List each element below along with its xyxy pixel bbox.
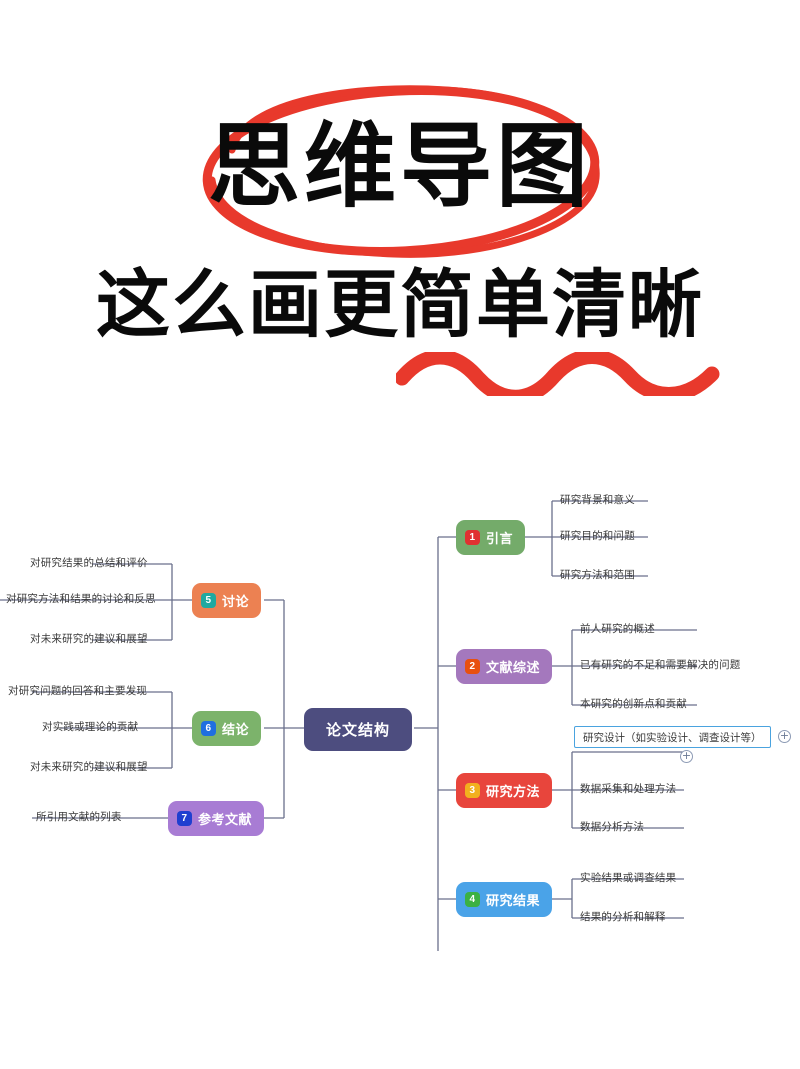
leaf-3-2[interactable]: 数据采集和处理方法 <box>580 783 677 795</box>
branch-2-badge: 2 <box>465 659 480 674</box>
red-squiggle-underline-icon <box>396 352 720 396</box>
leaf-2-1[interactable]: 前人研究的概述 <box>580 623 655 635</box>
branch-node-3[interactable]: 3 研究方法 <box>456 773 553 808</box>
mindmap-connectors <box>0 500 697 951</box>
center-node[interactable]: 论文结构 <box>304 708 413 751</box>
selected-node-research-design[interactable]: 研究设计（如实验设计、调查设计等） <box>574 726 771 748</box>
subtitle-wrap: 这么画更简单清晰 <box>0 268 800 342</box>
branch-1-badge: 1 <box>465 530 480 545</box>
branch-5-badge: 5 <box>201 593 216 608</box>
leaf-5-1[interactable]: 对研究结果的总结和评价 <box>30 557 148 569</box>
branch-node-4[interactable]: 4 研究结果 <box>456 882 553 917</box>
branch-5-label: 讨论 <box>222 594 250 609</box>
leaf-6-3[interactable]: 对未来研究的建议和展望 <box>30 761 148 773</box>
leaf-5-3[interactable]: 对未来研究的建议和展望 <box>30 633 148 645</box>
leaf-6-1[interactable]: 对研究问题的回答和主要发现 <box>8 685 148 697</box>
leaf-6-2[interactable]: 对实践或理论的贡献 <box>42 721 139 733</box>
leaf-5-2[interactable]: 对研究方法和结果的讨论和反思 <box>6 593 156 605</box>
branch-node-6[interactable]: 6 结论 <box>192 711 262 746</box>
add-sibling-plus-icon[interactable]: + <box>778 729 791 743</box>
branch-node-2[interactable]: 2 文献综述 <box>456 649 553 684</box>
leaf-4-2[interactable]: 结果的分析和解释 <box>580 911 666 923</box>
branch-6-badge: 6 <box>201 721 216 736</box>
page-title: 思维导图 <box>207 112 592 220</box>
leaf-3-3[interactable]: 数据分析方法 <box>580 821 645 833</box>
leaf-1-1[interactable]: 研究背景和意义 <box>560 494 635 506</box>
branch-node-1[interactable]: 1 引言 <box>456 520 526 555</box>
branch-3-badge: 3 <box>465 783 480 798</box>
mindmap-canvas[interactable]: 论文结构 1 引言 研究背景和意义 研究目的和问题 研究方法和范围 2 文献综述… <box>0 420 800 1040</box>
branch-1-label: 引言 <box>486 531 514 546</box>
branch-node-5[interactable]: 5 讨论 <box>192 583 262 618</box>
poster-header: 思维导图 这么画更简单清晰 <box>0 0 800 420</box>
leaf-1-3[interactable]: 研究方法和范围 <box>560 569 635 581</box>
branch-node-7[interactable]: 7 参考文献 <box>168 801 265 836</box>
leaf-2-3[interactable]: 本研究的创新点和贡献 <box>580 698 687 710</box>
page-subtitle: 这么画更简单清晰 <box>96 262 704 348</box>
branch-3-label: 研究方法 <box>486 784 541 799</box>
add-child-plus-icon[interactable]: + <box>680 749 693 763</box>
center-node-label: 论文结构 <box>326 722 391 739</box>
branch-7-badge: 7 <box>177 811 192 826</box>
branch-2-label: 文献综述 <box>486 660 541 675</box>
branch-4-label: 研究结果 <box>486 893 541 908</box>
branch-4-badge: 4 <box>465 892 480 907</box>
title-wrap: 思维导图 <box>0 120 800 212</box>
leaf-7-1[interactable]: 所引用文献的列表 <box>36 811 122 823</box>
branch-7-label: 参考文献 <box>198 812 253 827</box>
leaf-1-2[interactable]: 研究目的和问题 <box>560 530 635 542</box>
leaf-4-1[interactable]: 实验结果或调查结果 <box>580 872 677 884</box>
leaf-2-2[interactable]: 已有研究的不足和需要解决的问题 <box>580 659 741 671</box>
branch-6-label: 结论 <box>222 722 250 737</box>
